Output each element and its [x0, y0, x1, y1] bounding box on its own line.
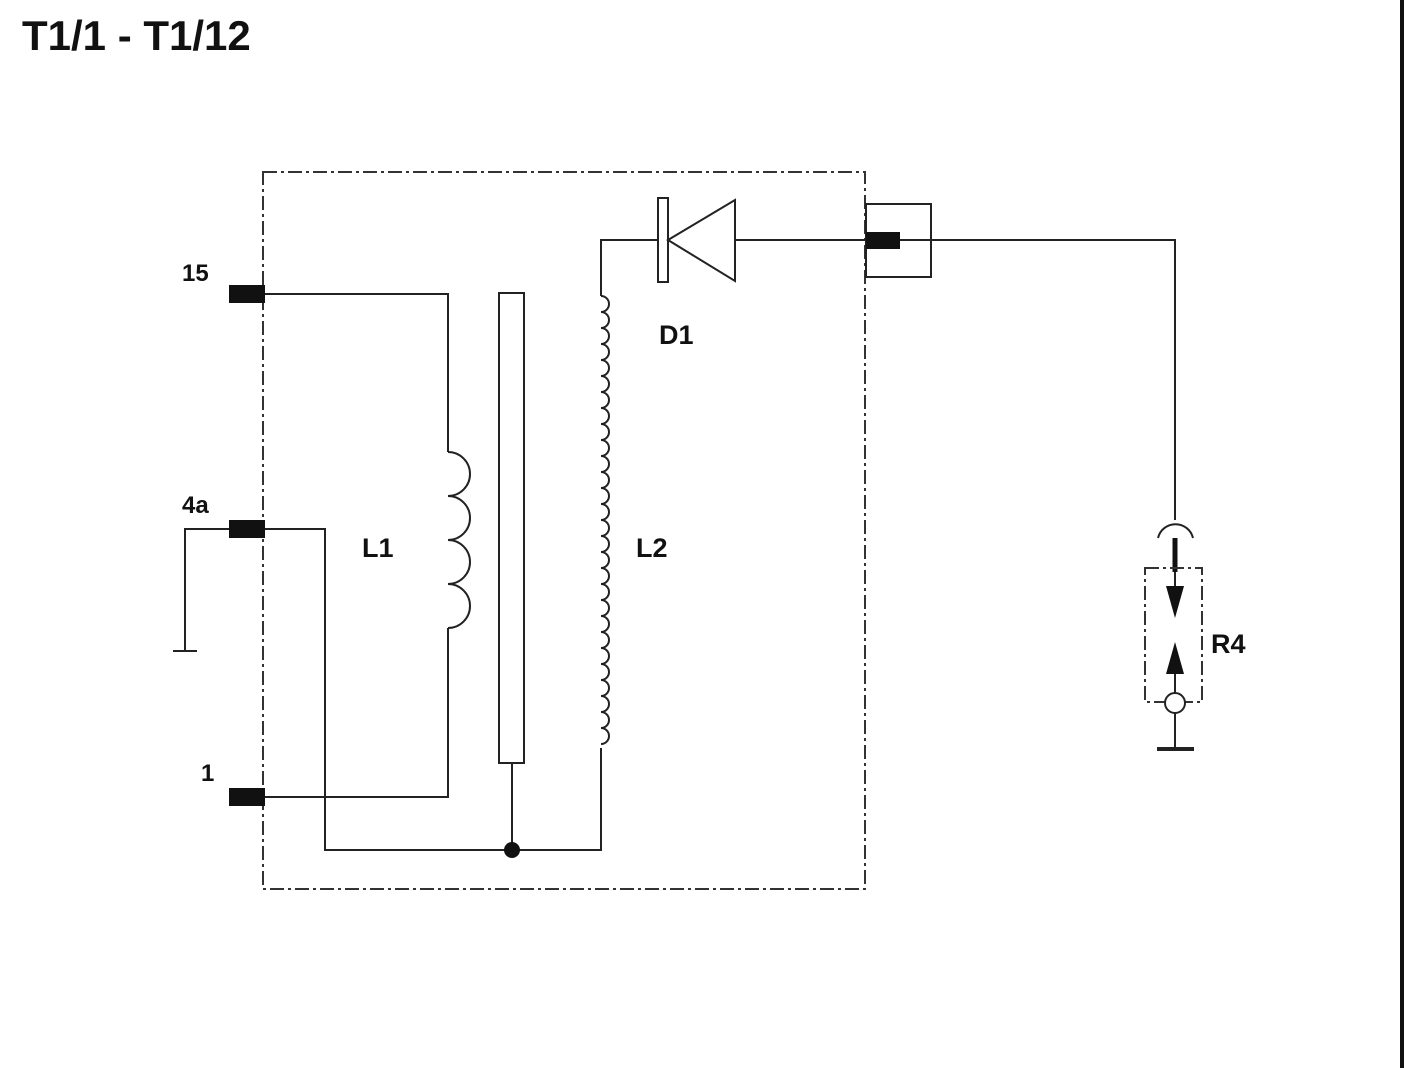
coil-l1-label: L1	[362, 533, 394, 563]
spark-electrode-bottom	[1166, 642, 1184, 674]
page-border-right	[1400, 0, 1404, 1068]
hv-output-pin	[866, 232, 900, 249]
ht-lead	[900, 239, 1176, 520]
terminal-4a-label: 4a	[182, 492, 209, 519]
iron-core	[498, 292, 525, 764]
terminal-15-label: 15	[182, 260, 209, 287]
junction-dot	[504, 842, 520, 858]
diode-d1-triangle	[666, 198, 736, 283]
terminal-1-label: 1	[201, 760, 214, 787]
primary-coil-l1	[447, 451, 471, 629]
diode-d1-label: D1	[659, 320, 694, 350]
wire-l1-to-terminal-1	[265, 628, 449, 798]
spark-plug-cap	[1157, 523, 1194, 539]
terminal-4a-pin	[229, 520, 265, 538]
coil-enclosure	[262, 171, 866, 890]
terminal-1-pin	[229, 788, 265, 806]
spark-electrode-top	[1166, 586, 1184, 618]
secondary-coil-l2	[600, 295, 610, 745]
spark-plug-ground-node	[1164, 692, 1186, 714]
wire-l2-to-diode	[600, 239, 660, 296]
wire-4a-to-l2	[265, 528, 602, 851]
diagram-title: T1/1 - T1/12	[22, 12, 251, 59]
terminal-15-pin	[229, 285, 265, 303]
sensor-r4-label: R4	[1211, 629, 1246, 659]
wire-15-to-l1	[265, 293, 449, 452]
coil-l2-label: L2	[636, 533, 668, 563]
wire-4a-to-ground	[184, 528, 229, 651]
